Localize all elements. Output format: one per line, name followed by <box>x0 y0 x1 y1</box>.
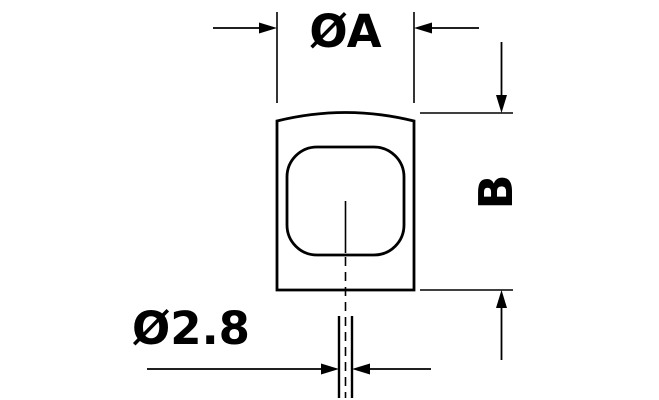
dim-pin-arrow-right <box>352 363 370 375</box>
part-face-rounded-square <box>285 145 406 257</box>
dim-b-label: B <box>469 174 523 209</box>
dim-pin-arrow-left <box>321 363 339 375</box>
dim-pin-label: Ø2.8 <box>132 302 250 355</box>
dim-a-label: ØA <box>309 5 381 58</box>
dim-b-arrow-top <box>496 95 507 113</box>
dim-b-arrow-bottom <box>496 290 507 308</box>
dim-a-arrow-left <box>259 22 277 34</box>
part-body-outline <box>275 111 416 292</box>
dim-a-arrow-right <box>414 22 432 34</box>
